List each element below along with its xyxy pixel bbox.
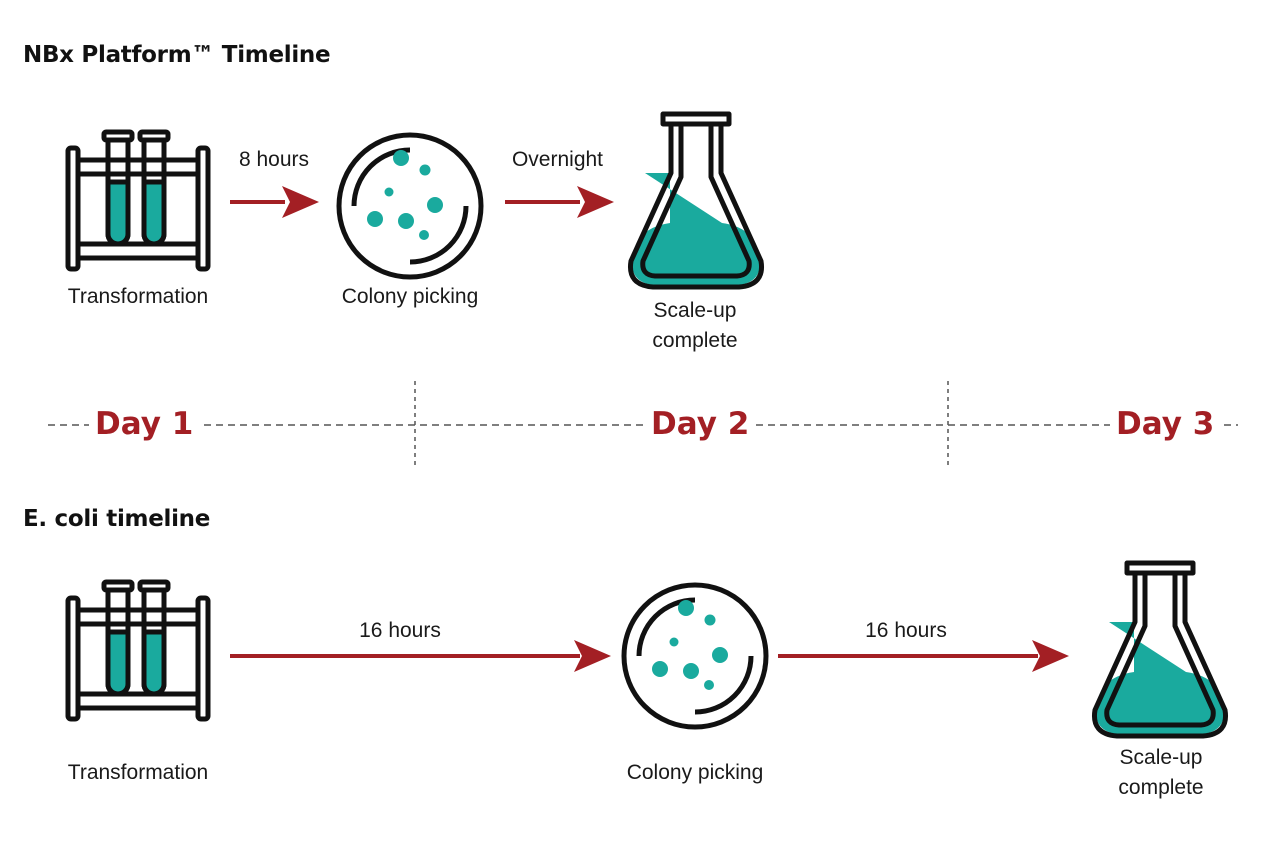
day-3-label: Day 3 <box>1110 404 1221 444</box>
step-label-colony-picking: Colony picking <box>626 761 764 784</box>
day-1-label: Day 1 <box>89 404 200 444</box>
arrow-right-icon <box>230 640 611 672</box>
petri-dish-icon <box>621 582 769 730</box>
nbx-timeline-title: NBx Platform™ Timeline <box>23 42 331 68</box>
erlenmeyer-flask-icon <box>1091 560 1229 739</box>
arrow-right-icon <box>778 640 1069 672</box>
test-tube-rack-icon <box>65 579 211 722</box>
step-label-scale-up-complete: Scale-up complete <box>652 299 738 352</box>
step-label-transformation: Transformation <box>67 285 209 308</box>
erlenmeyer-flask-icon <box>627 111 765 290</box>
arrow-label-8-hours: 8 hours <box>238 148 310 171</box>
step-label-colony-picking: Colony picking <box>341 285 479 308</box>
test-tube-rack-icon <box>65 129 211 272</box>
step-label-scale-up-complete: Scale-up complete <box>1118 746 1204 799</box>
arrow-right-icon <box>505 186 614 218</box>
arrow-label-16-hours: 16 hours <box>865 619 947 642</box>
arrow-label-16-hours: 16 hours <box>359 619 441 642</box>
arrow-right-icon <box>230 186 319 218</box>
day-2-label: Day 2 <box>645 404 756 444</box>
ecoli-timeline-title: E. coli timeline <box>23 506 211 532</box>
petri-dish-icon <box>336 132 484 280</box>
arrow-label-overnight: Overnight <box>511 148 604 171</box>
step-label-transformation: Transformation <box>67 761 209 784</box>
